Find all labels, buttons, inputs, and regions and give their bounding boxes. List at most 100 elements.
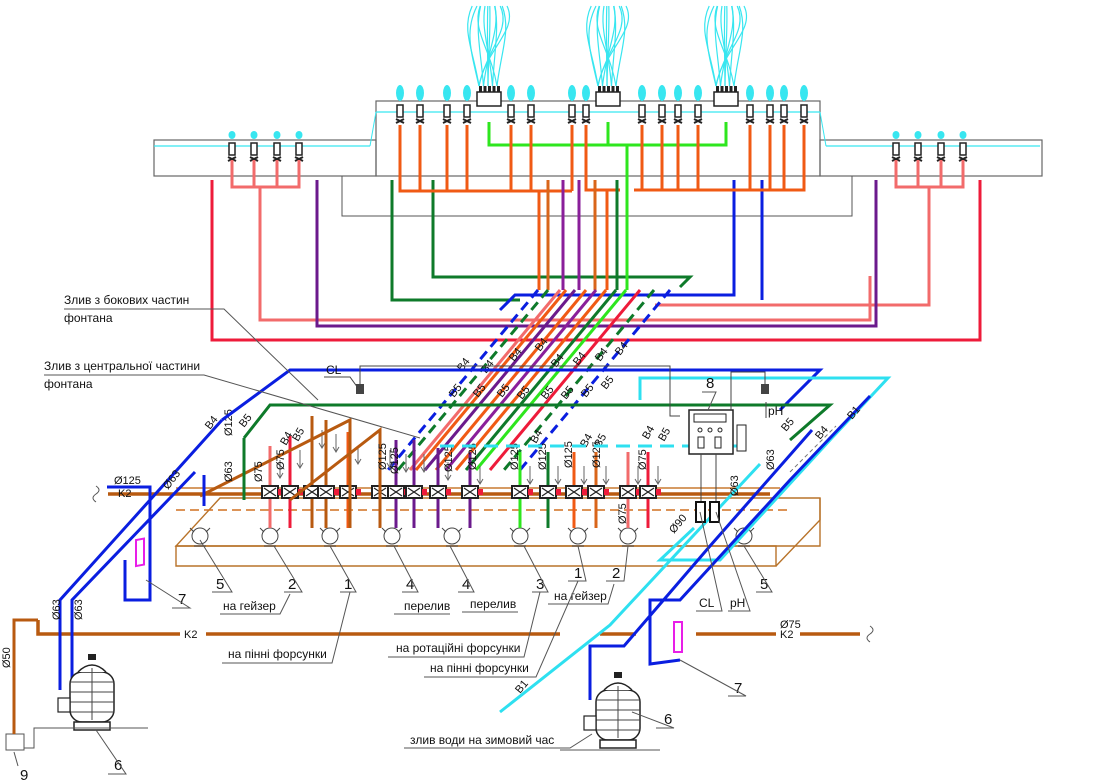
valve-cross-icon xyxy=(463,487,477,497)
callout-5-right-leader xyxy=(743,545,773,593)
valve-handle-icon xyxy=(278,489,283,495)
nozzle-valve-icon xyxy=(526,118,536,124)
pipe-label-b5: B5 xyxy=(599,374,617,392)
nozzle-body-icon xyxy=(416,104,424,118)
water-jet-icon xyxy=(937,131,945,139)
nozzle-valve-icon xyxy=(567,118,577,124)
geyser-jet-icon xyxy=(729,86,733,92)
valve-cross-icon xyxy=(541,487,555,497)
callout-6-left-leader xyxy=(95,729,127,775)
water-jet-icon xyxy=(746,85,754,101)
sand-filter-left xyxy=(57,654,115,731)
controller-knob xyxy=(707,427,713,433)
water-jet-icon xyxy=(892,131,900,139)
nozzle-body-icon xyxy=(780,104,788,118)
ø63-label-right-2: Ø63 xyxy=(729,475,741,496)
diameter-label: Ø125 xyxy=(591,441,603,468)
nozzle-body-icon xyxy=(800,104,808,118)
central-drain-label-line1: Злив з центральної частини xyxy=(44,359,200,373)
red-side-drain xyxy=(210,180,982,342)
pipe-label-b4: B4 xyxy=(479,358,497,376)
valve-handle-icon xyxy=(656,489,661,495)
ball-valve xyxy=(539,485,561,499)
foam-nozzle xyxy=(799,85,809,124)
ball-valve xyxy=(261,485,283,499)
ball-valve xyxy=(317,485,339,499)
valve-handle-icon xyxy=(528,489,533,495)
orange-manifold-right xyxy=(634,125,806,192)
diagonal-pipe xyxy=(464,289,618,471)
b4-loop-left xyxy=(221,368,824,422)
to-foam-nozzles-right: на пінні форсунки xyxy=(430,661,529,675)
pump-icon xyxy=(619,527,637,545)
callout-1-right-leader xyxy=(568,545,587,582)
nozzle-body-icon xyxy=(527,104,535,118)
nozzle-body-icon xyxy=(396,104,404,118)
diameter-label: Ø125 xyxy=(377,443,389,470)
flow-arrow-icon xyxy=(476,466,484,485)
pipe-label-b4: B4 xyxy=(278,430,295,448)
nozzle-valve-icon xyxy=(693,118,703,124)
nozzle-valve-icon xyxy=(657,118,667,124)
water-jet-icon xyxy=(463,85,471,101)
diagonal-pipe xyxy=(518,289,672,471)
water-stream-icon xyxy=(724,5,728,87)
geyser-left-underline xyxy=(220,593,291,615)
controller-knob xyxy=(697,427,703,433)
valve-cross-icon xyxy=(305,487,319,497)
geyser-jet-icon xyxy=(488,86,491,92)
geyser-jet-icon xyxy=(720,86,724,92)
nozzle-body-icon xyxy=(658,104,666,118)
diagonal-pipe xyxy=(488,289,642,471)
pump-icon xyxy=(191,527,209,545)
callout-9: 9 xyxy=(20,767,28,784)
cl-bottom-leader xyxy=(696,511,723,612)
heat-exchanger-right xyxy=(673,621,683,653)
flow-arrow-icon xyxy=(654,466,662,485)
flow-arrow-icon xyxy=(296,450,304,469)
nozzle-body-icon xyxy=(914,142,922,156)
nozzle-body-icon xyxy=(463,104,471,118)
water-jet-icon xyxy=(780,85,788,101)
winter-drain-label: злив води на зимовий час xyxy=(410,733,554,747)
callout-9-leader xyxy=(13,751,19,767)
drain-sump: Ø50 xyxy=(1,618,660,751)
geyser-jet-icon xyxy=(598,86,601,92)
ph-sensor-label-bottom: pH xyxy=(730,596,745,610)
b5-label-right: B5 xyxy=(779,416,797,434)
controller-display xyxy=(693,413,727,423)
water-jet-icon xyxy=(228,131,236,139)
foam-right-leader xyxy=(424,580,579,678)
foam-nozzle xyxy=(913,131,923,162)
ø50-label: Ø50 xyxy=(1,647,13,668)
callout-8: 8 xyxy=(706,375,714,392)
winter-drain-leader xyxy=(404,733,593,749)
valve-cross-icon xyxy=(263,487,277,497)
callout-5-left: 5 xyxy=(216,576,224,593)
ball-valve xyxy=(405,485,427,499)
ball-valve xyxy=(619,485,641,499)
k2-lower-diameter: Ø75 xyxy=(780,619,801,631)
check-valve-chain xyxy=(789,425,837,473)
controller-pump-cl xyxy=(697,436,705,449)
nozzle-valve-icon xyxy=(415,118,425,124)
foam-nozzle xyxy=(395,85,405,124)
water-stream-icon xyxy=(714,5,735,87)
valve-handle-icon xyxy=(356,489,361,495)
diameter-label: Ø125 xyxy=(509,443,521,470)
water-jet-icon xyxy=(295,131,303,139)
diameter-label: Ø125 xyxy=(563,441,575,468)
foam-nozzle xyxy=(272,131,282,162)
water-stream-icon xyxy=(467,5,480,87)
diagonal-pipe xyxy=(434,289,588,471)
foam-nozzle xyxy=(637,85,647,124)
nozzle-valve-icon xyxy=(745,118,755,124)
nozzle-body-icon xyxy=(674,104,682,118)
pipe-label-b5: B5 xyxy=(515,384,533,402)
water-stream-icon xyxy=(477,5,498,87)
nozzle-valve-icon xyxy=(249,156,259,162)
valve-cross-icon xyxy=(283,487,297,497)
diagonal-pipe xyxy=(474,289,628,471)
water-stream-icon xyxy=(469,5,480,87)
